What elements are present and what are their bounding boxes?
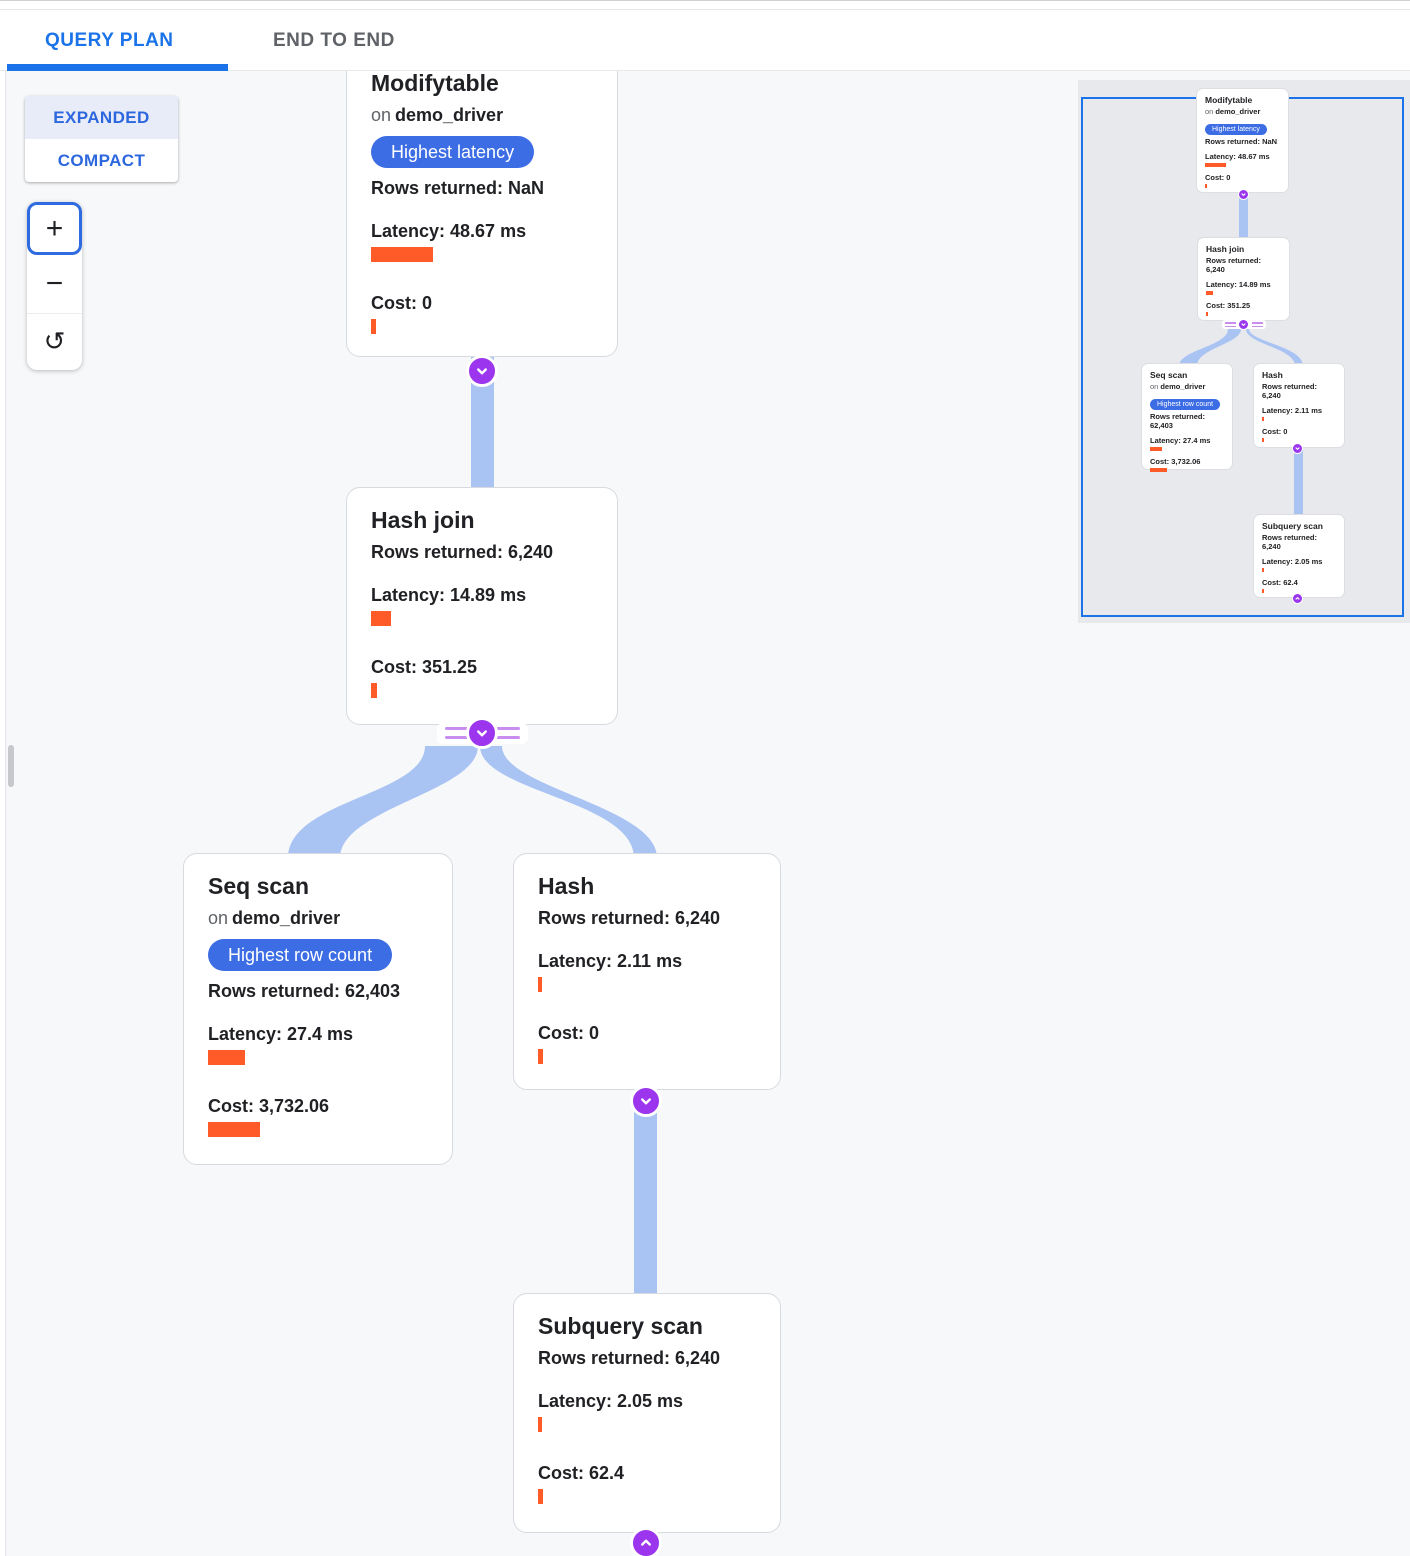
tab-query-plan[interactable]: QUERY PLAN [45, 29, 174, 51]
chevron-down-icon [641, 1098, 651, 1105]
collapse-toggle-modifytable[interactable] [466, 355, 498, 387]
minimap-connector [1238, 189, 1249, 200]
latency-value: Latency: 48.67 ms [371, 221, 527, 241]
latency-value: Latency: 27.4 ms [208, 1024, 354, 1044]
latency-bar [538, 977, 542, 992]
split-line [445, 736, 474, 739]
latency-bar [538, 1417, 542, 1432]
minimap-node-hash: Hash Rows returned: 6,240 Latency: 2.11 … [1253, 363, 1345, 448]
minus-icon: − [45, 267, 64, 300]
chevron-up-icon [1295, 597, 1300, 600]
compact-view-button[interactable]: COMPACT [57, 150, 146, 170]
zoom-out-button[interactable]: − [27, 255, 82, 313]
split-line [491, 736, 520, 739]
cost-bar [208, 1122, 260, 1137]
chevron-down-icon [477, 730, 487, 737]
zoom-controls: + − ↺ [27, 202, 82, 370]
window-top-strip [0, 0, 1410, 10]
chevron-down-icon [477, 368, 487, 375]
chevron-down-icon [1295, 447, 1300, 450]
tab-bar: QUERY PLAN END TO END [0, 10, 1410, 71]
left-gutter [0, 71, 6, 1556]
node-title: Subquery scan [538, 1313, 703, 1339]
latency-bar [371, 247, 433, 262]
node-title: Seq scan [208, 873, 309, 899]
expand-toggle-subquery-scan[interactable] [630, 1527, 662, 1556]
node-title: Hash [538, 873, 595, 899]
node-title: Modifytable [371, 70, 499, 96]
vertical-scrollbar-thumb[interactable] [8, 745, 14, 787]
tab-end-to-end[interactable]: END TO END [273, 29, 395, 51]
chevron-down-icon [1241, 193, 1246, 196]
rows-returned: Rows returned: 6,240 [538, 908, 721, 928]
chevron-up-icon [641, 1539, 651, 1546]
node-card-subquery-scan[interactable]: Subquery scan Rows returned: 6,240 Laten… [513, 1293, 781, 1533]
latency-bar [371, 611, 391, 626]
edge-hash-subqueryscan [634, 1085, 657, 1297]
split-line [491, 727, 520, 730]
zoom-divider [27, 313, 82, 314]
latency-value: Latency: 2.11 ms [538, 951, 683, 971]
cost-value: Cost: 62.4 [538, 1463, 625, 1483]
rows-returned: Rows returned: 6,240 [538, 1348, 721, 1368]
cost-bar [371, 319, 376, 334]
minimap-connector [1292, 593, 1303, 604]
latency-bar [208, 1050, 245, 1065]
active-tab-underline [7, 64, 228, 71]
reset-zoom-button[interactable]: ↺ [27, 314, 82, 370]
node-title: Hash join [371, 507, 475, 533]
minimap-connector [1292, 443, 1303, 454]
latency-value: Latency: 2.05 ms [538, 1391, 684, 1411]
cost-bar [538, 1049, 543, 1064]
plus-icon: + [45, 211, 64, 245]
cost-value: Cost: 3,732.06 [208, 1096, 330, 1116]
chevron-down-icon [1241, 323, 1246, 326]
rows-returned: Rows returned: NaN [371, 178, 545, 198]
edge-hashjoin-seqscan [288, 746, 478, 858]
node-card-hash[interactable]: Hash Rows returned: 6,240 Latency: 2.11 … [513, 853, 781, 1090]
split-line [445, 727, 474, 730]
view-mode-toggle: EXPANDED COMPACT [25, 96, 178, 182]
cost-value: Cost: 0 [538, 1023, 600, 1043]
edge-hashjoin-hash [480, 746, 657, 858]
node-card-hash-join[interactable]: Hash join Rows returned: 6,240 Latency: … [346, 487, 618, 725]
rows-returned: Rows returned: 62,403 [208, 981, 401, 1001]
cost-value: Cost: 0 [371, 293, 433, 313]
collapse-toggle-hash[interactable] [630, 1085, 662, 1117]
minimap-edges [1179, 188, 1303, 517]
cost-bar [371, 683, 377, 698]
collapse-toggle-hash-join[interactable] [466, 717, 498, 749]
highest-row-count-badge: Highest row count [208, 939, 393, 971]
expanded-view-button[interactable]: EXPANDED [25, 96, 178, 139]
minimap-connector [1238, 319, 1249, 330]
cost-bar [538, 1489, 543, 1504]
node-table-name: demo_driver [232, 908, 341, 928]
zoom-in-button[interactable]: + [27, 202, 82, 255]
node-table-name: demo_driver [395, 105, 504, 125]
cost-value: Cost: 351.25 [371, 657, 478, 677]
rows-returned: Rows returned: 6,240 [371, 542, 554, 562]
minimap-node-subquery-scan: Subquery scan Rows returned: 6,240 Laten… [1253, 514, 1345, 598]
reset-icon: ↺ [43, 327, 66, 357]
latency-value: Latency: 14.89 ms [371, 585, 527, 605]
minimap-node-hash-join: Hash join Rows returned: 6,240 Latency: … [1197, 237, 1290, 321]
highest-latency-badge: Highest latency [371, 136, 535, 168]
